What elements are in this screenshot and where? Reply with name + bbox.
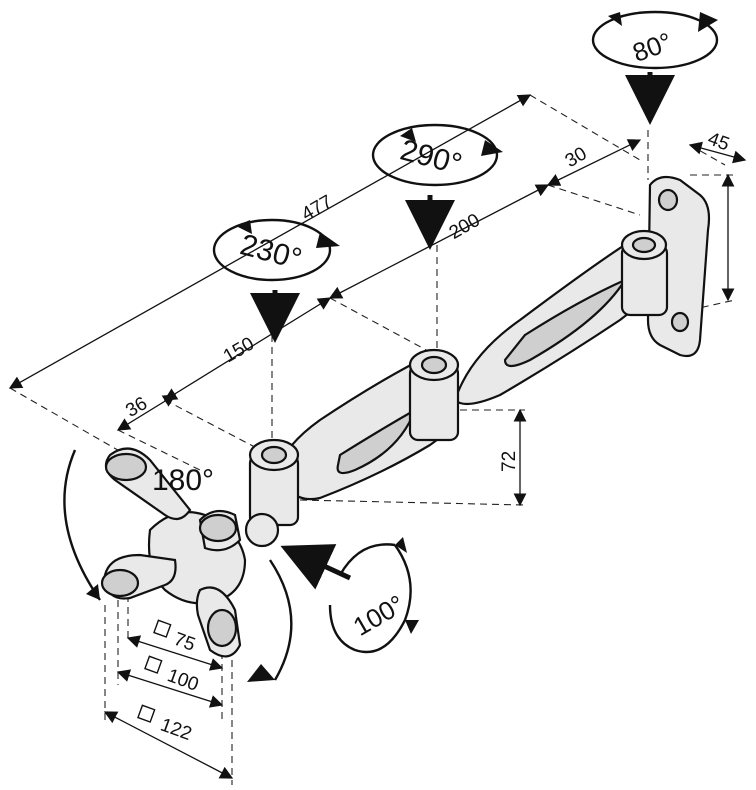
rotation-180-label: 180°: [152, 464, 214, 497]
rotation-ring-80: [591, 10, 719, 125]
dim-477-label: 477: [298, 191, 336, 225]
dim-36-label: 36: [122, 393, 151, 422]
rotation-arc-180: [63, 449, 293, 682]
dim-45-label: 45: [705, 128, 732, 155]
rotation-ring-100: [280, 537, 419, 654]
dimension-lines: [8, 94, 747, 779]
rotation-290-label: 290°: [397, 133, 465, 181]
vesa-122-label: 122: [157, 715, 194, 746]
rotation-230-label: 230°: [237, 228, 305, 276]
rotation-100-label: 100°: [348, 589, 410, 642]
dim-72-label: 72: [499, 451, 520, 472]
vesa-labels: 75 100 122: [137, 619, 201, 746]
rotation-ring-290: [371, 123, 503, 250]
dim-112-label: 112: [753, 225, 756, 255]
rotation-80-label: 80°: [629, 26, 676, 68]
rotation-ring-230: [212, 218, 340, 343]
dim-30-label: 30: [562, 143, 591, 172]
dim-200-label: 200: [446, 210, 484, 244]
vesa-75-label: 75: [171, 629, 198, 656]
arm-assembly: [248, 229, 669, 527]
vesa-100-label: 100: [164, 665, 201, 696]
vesa-head: [100, 447, 280, 658]
